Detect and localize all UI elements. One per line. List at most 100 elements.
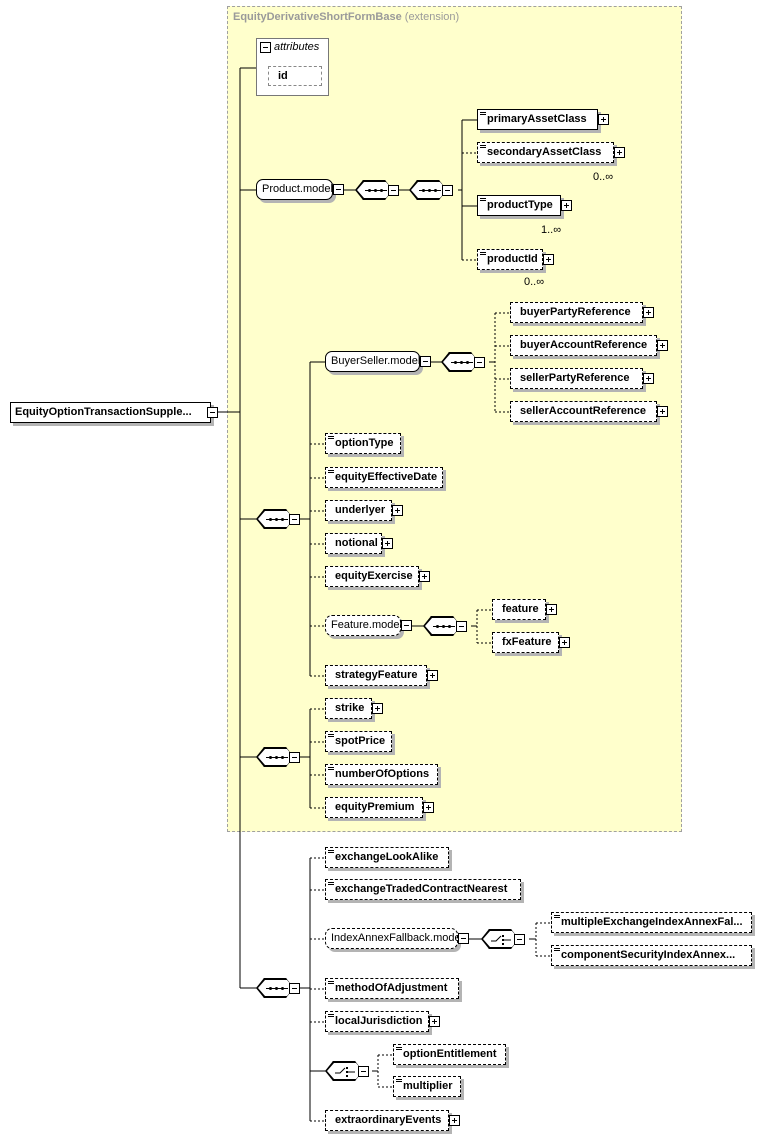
element-component-security-index-annex[interactable]: componentSecurityIndexAnnex... <box>551 945 752 966</box>
sequence-compositor-icon[interactable] <box>355 180 393 200</box>
group-label: BuyerSeller.model <box>331 355 421 367</box>
collapse-icon[interactable] <box>207 407 218 418</box>
element-label: equityEffectiveDate <box>335 471 438 483</box>
collapse-icon[interactable] <box>289 514 300 525</box>
element-equity-exercise[interactable]: equityExercise <box>325 566 419 587</box>
choice-compositor-icon[interactable] <box>325 1061 363 1081</box>
element-label: strategyFeature <box>335 669 418 681</box>
collapse-icon[interactable] <box>358 1066 369 1077</box>
doc-icon <box>480 252 486 255</box>
group-buyer-seller-model[interactable]: BuyerSeller.model <box>325 351 420 372</box>
element-product-id[interactable]: productId <box>477 249 543 270</box>
element-multiple-exchange-index-annex-fallback[interactable]: multipleExchangeIndexAnnexFal... <box>551 912 752 933</box>
element-option-entitlement[interactable]: optionEntitlement <box>393 1044 506 1065</box>
sequence-compositor-icon[interactable] <box>423 616 461 636</box>
element-exchange-traded-contract-nearest[interactable]: exchangeTradedContractNearest <box>325 879 521 900</box>
collapse-icon[interactable] <box>514 934 525 945</box>
element-underlyer[interactable]: underlyer <box>325 500 392 521</box>
element-equity-effective-date[interactable]: equityEffectiveDate <box>325 467 443 488</box>
element-strategy-feature[interactable]: strategyFeature <box>325 665 427 686</box>
expand-icon[interactable] <box>427 670 438 681</box>
expand-icon[interactable] <box>429 1016 440 1027</box>
expand-icon[interactable] <box>657 340 668 351</box>
element-seller-party-reference[interactable]: sellerPartyReference <box>510 368 643 389</box>
collapse-icon[interactable] <box>333 184 344 195</box>
collapse-icon[interactable] <box>401 620 412 631</box>
group-feature-model[interactable]: Feature.model <box>325 615 402 636</box>
sequence-compositor-icon[interactable] <box>256 747 294 767</box>
expand-icon[interactable] <box>543 254 554 265</box>
collapse-icon[interactable] <box>289 983 300 994</box>
element-multiplier[interactable]: multiplier <box>393 1076 461 1097</box>
collapse-icon[interactable] <box>420 356 431 367</box>
expand-icon[interactable] <box>643 307 654 318</box>
expand-icon[interactable] <box>559 637 570 648</box>
collapse-icon[interactable] <box>442 185 453 196</box>
expand-icon[interactable] <box>449 1115 460 1126</box>
element-label: sellerPartyReference <box>520 372 630 384</box>
element-label: numberOfOptions <box>335 768 430 780</box>
element-label: methodOfAdjustment <box>335 982 448 994</box>
element-local-jurisdiction[interactable]: localJurisdiction <box>325 1011 429 1032</box>
element-label: exchangeLookAlike <box>335 851 439 863</box>
element-label: multiplier <box>403 1080 453 1092</box>
element-spot-price[interactable]: spotPrice <box>325 731 392 752</box>
multiplicity-label: 1..∞ <box>541 224 562 236</box>
element-label: fxFeature <box>502 636 552 648</box>
doc-icon <box>396 1047 402 1050</box>
element-notional[interactable]: notional <box>325 533 382 554</box>
doc-icon <box>554 915 560 918</box>
collapse-icon[interactable] <box>458 933 469 944</box>
element-label: multipleExchangeIndexAnnexFal... <box>561 916 743 928</box>
collapse-icon[interactable] <box>456 621 467 632</box>
element-number-of-options[interactable]: numberOfOptions <box>325 764 438 785</box>
element-label: optionType <box>335 437 394 449</box>
element-label: productId <box>487 253 538 265</box>
expand-icon[interactable] <box>392 505 403 516</box>
element-equity-premium[interactable]: equityPremium <box>325 797 423 818</box>
collapse-icon[interactable] <box>260 42 271 53</box>
element-option-type[interactable]: optionType <box>325 433 401 454</box>
attribute-id[interactable]: id <box>268 66 322 86</box>
expand-icon[interactable] <box>643 373 654 384</box>
element-seller-account-reference[interactable]: sellerAccountReference <box>510 401 657 422</box>
expand-icon[interactable] <box>614 147 625 158</box>
element-product-type[interactable]: productType <box>477 195 561 216</box>
expand-icon[interactable] <box>423 802 434 813</box>
sequence-compositor-icon[interactable] <box>409 180 447 200</box>
element-method-of-adjustment[interactable]: methodOfAdjustment <box>325 978 459 999</box>
collapse-icon[interactable] <box>388 185 399 196</box>
element-label: componentSecurityIndexAnnex... <box>561 949 736 961</box>
element-buyer-party-reference[interactable]: buyerPartyReference <box>510 302 643 323</box>
expand-icon[interactable] <box>657 406 668 417</box>
group-index-annex-fallback-model[interactable]: IndexAnnexFallback.model <box>325 928 463 949</box>
sequence-compositor-icon[interactable] <box>256 509 294 529</box>
doc-icon <box>328 767 334 770</box>
element-secondary-asset-class[interactable]: secondaryAssetClass <box>477 142 614 163</box>
element-fx-feature[interactable]: fxFeature <box>492 632 559 653</box>
element-label: primaryAssetClass <box>487 113 587 125</box>
expand-icon[interactable] <box>382 538 393 549</box>
expand-icon[interactable] <box>419 571 430 582</box>
sequence-compositor-icon[interactable] <box>441 352 479 372</box>
expand-icon[interactable] <box>561 200 572 211</box>
element-buyer-account-reference[interactable]: buyerAccountReference <box>510 335 657 356</box>
collapse-icon[interactable] <box>474 357 485 368</box>
element-extraordinary-events[interactable]: extraordinaryEvents <box>325 1110 449 1131</box>
element-label: extraordinaryEvents <box>335 1114 442 1126</box>
sequence-compositor-icon[interactable] <box>256 978 294 998</box>
group-product-model[interactable]: Product.model <box>256 179 333 200</box>
element-feature[interactable]: feature <box>492 599 546 620</box>
element-strike[interactable]: strike <box>325 698 372 719</box>
element-exchange-look-alike[interactable]: exchangeLookAlike <box>325 847 449 868</box>
root-element[interactable]: EquityOptionTransactionSupple... <box>10 402 211 423</box>
element-label: localJurisdiction <box>335 1015 423 1027</box>
element-label: productType <box>487 199 553 211</box>
element-primary-asset-class[interactable]: primaryAssetClass <box>477 109 598 130</box>
expand-icon[interactable] <box>546 604 557 615</box>
collapse-icon[interactable] <box>289 752 300 763</box>
choice-compositor-icon[interactable] <box>481 929 519 949</box>
expand-icon[interactable] <box>598 114 609 125</box>
expand-icon[interactable] <box>372 703 383 714</box>
